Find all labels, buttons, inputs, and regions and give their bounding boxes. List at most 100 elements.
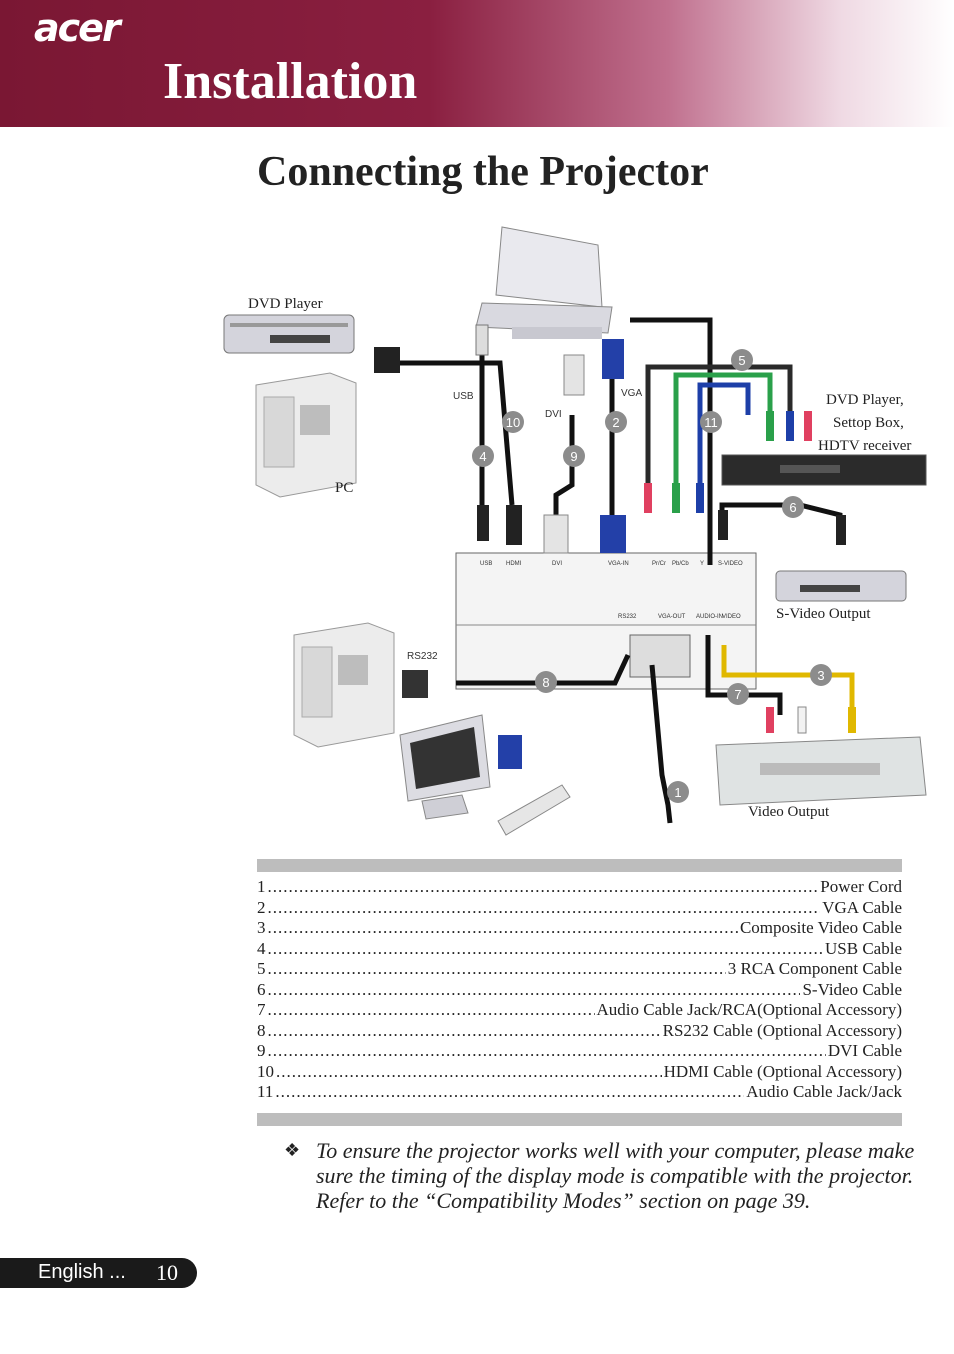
label-dvd-settop-2: Settop Box,	[833, 415, 904, 431]
badge-number: 3	[817, 668, 824, 683]
badge-number: 6	[789, 500, 796, 515]
port-label: AUDIO-IN	[696, 614, 723, 620]
dvi-connector	[543, 514, 569, 554]
port-label: Pr/Cr	[652, 561, 666, 567]
dot-leader	[268, 1000, 595, 1020]
port-label: RS232	[618, 614, 637, 620]
cable-badge-9: 9	[563, 445, 585, 467]
dot-leader	[268, 939, 824, 959]
cable-list-item: 7Audio Cable Jack/RCA(Optional Accessory…	[257, 1000, 902, 1021]
cable-name: VGA Cable	[822, 897, 902, 917]
cable-badge-8: 8	[535, 671, 557, 693]
vga-connector	[600, 515, 626, 553]
badge-number: 5	[738, 353, 745, 368]
usb-connector	[477, 505, 489, 541]
cable-name: S-Video Cable	[802, 979, 902, 999]
cable-name: Power Cord	[820, 877, 902, 896]
cable-badge-6: 6	[782, 496, 804, 518]
compatibility-note: ❖ To ensure the projector works well wit…	[284, 1138, 924, 1213]
cables	[378, 317, 855, 824]
cable-number: 1	[257, 877, 266, 896]
rca-green-connector	[766, 411, 774, 441]
label-dvd-settop-1: DVD Player,	[826, 392, 904, 408]
label-video-output: Video Output	[748, 804, 830, 820]
cable-number: 2	[257, 897, 266, 917]
connection-diagram: DVD Player PC S-Video Output Video Outpu…	[223, 226, 927, 836]
port-label: S-VIDEO	[718, 561, 743, 567]
dot-leader	[276, 1062, 662, 1082]
rca-white-connector	[797, 706, 807, 734]
dot-leader	[268, 959, 726, 979]
usb-connector-top	[475, 324, 489, 356]
page-number: 10	[156, 1260, 178, 1285]
label-usb: USB	[453, 391, 474, 402]
page-title: Connecting the Projector	[257, 149, 709, 195]
label-dvi: DVI	[545, 409, 562, 420]
dot-leader	[268, 898, 821, 918]
dvi-connector-top	[563, 354, 585, 396]
cable-number: 8	[257, 1020, 266, 1040]
cable-badge-4: 4	[472, 445, 494, 467]
cable-list: 1Power Cord2VGA Cable3Composite Video Ca…	[257, 877, 902, 1103]
cable-number: 10	[257, 1061, 274, 1081]
cable-name: 3 RCA Component Cable	[727, 959, 902, 978]
dot-leader	[275, 1082, 744, 1102]
cable-badge-1: 1	[667, 781, 689, 803]
rca-yellow-connector	[848, 707, 856, 733]
port-label: HDMI	[506, 561, 522, 567]
cable-list-item: 9DVI Cable	[257, 1041, 902, 1062]
dot-leader	[268, 918, 738, 938]
cable-name: Audio Cable Jack/Jack	[746, 1082, 902, 1101]
cable-list-item: 6 S-Video Cable	[257, 980, 902, 1001]
cable-number: 6	[257, 979, 266, 999]
rca-red-connector-top	[804, 411, 812, 441]
port-label: VGA-OUT	[658, 614, 686, 620]
label-rs232: RS232	[407, 651, 438, 662]
hdmi-connector	[506, 505, 522, 545]
diamond-bullet-icon: ❖	[284, 1140, 301, 1160]
rs232-connector	[402, 670, 428, 698]
note-text: To ensure the projector works well with …	[316, 1138, 915, 1213]
rca-blue-projector	[696, 483, 704, 513]
label-pc: PC	[335, 480, 353, 496]
badge-number: 1	[674, 785, 681, 800]
pc-tower-image	[255, 372, 357, 498]
cable-name: Composite Video Cable	[739, 918, 902, 937]
cable-name: Audio Cable Jack/RCA(Optional Accessory)	[596, 1000, 902, 1019]
vga-connector-top	[602, 339, 624, 379]
svideo-dvd-image	[775, 570, 907, 602]
cable-list-top-bar	[257, 859, 902, 872]
dvd-player-image	[223, 314, 355, 354]
cable-list-bottom-bar	[257, 1113, 902, 1126]
cable-name: USB Cable	[825, 938, 902, 958]
pc-tower-image-rs232	[293, 622, 395, 748]
rca-blue-connector	[786, 411, 794, 441]
laptop-image	[475, 226, 613, 339]
cable-name: DVI Cable	[827, 1041, 902, 1060]
dot-leader	[268, 1021, 661, 1041]
badge-number: 10	[506, 415, 520, 430]
cable-list-item: 4USB Cable	[257, 939, 902, 960]
cable-badge-3: 3	[810, 664, 832, 686]
vga-connector-monitor	[498, 735, 522, 769]
monitor-image	[399, 714, 491, 820]
port-label: VIDEO	[722, 614, 741, 620]
page-footer: English ... 10	[0, 1258, 197, 1288]
badge-number: 2	[612, 415, 619, 430]
badge-number: 9	[570, 449, 577, 464]
cable-list-item: 53 RCA Component Cable	[257, 959, 902, 980]
badge-number: 11	[704, 415, 718, 430]
badge-number: 8	[542, 675, 549, 690]
acer-logo: acer	[34, 6, 121, 50]
section-title: Installation	[163, 53, 418, 110]
cable-badge-11: 11	[700, 411, 722, 433]
label-dvd-player: DVD Player	[248, 296, 323, 312]
dot-leader	[268, 980, 801, 1000]
settop-box-image	[721, 454, 927, 486]
dot-leader	[268, 1041, 826, 1061]
rca-green-projector	[672, 483, 680, 513]
port-label: DVI	[552, 561, 562, 567]
svideo-connector-projector	[718, 510, 728, 540]
cable-name: RS232 Cable (Optional Accessory)	[662, 1020, 902, 1040]
vcr-image	[715, 736, 927, 806]
